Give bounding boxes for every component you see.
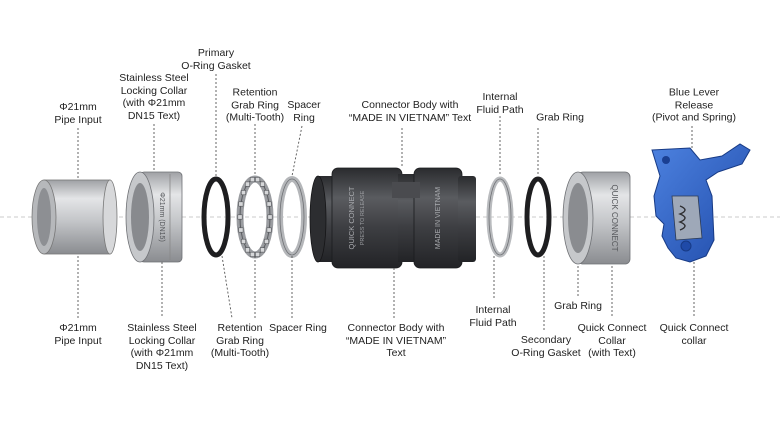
grab-ring-tooth <box>263 238 269 244</box>
oring-icon <box>524 176 552 258</box>
blue-lever-icon <box>651 143 751 263</box>
grab-ring-tooth <box>237 214 243 220</box>
spacer-ring-icon <box>277 176 307 258</box>
grab-ring-tooth <box>255 251 261 257</box>
label-retention-grab-ring-bottom: Retention Grab Ring (Multi-Tooth) <box>210 322 270 359</box>
grab-ring-icon <box>236 175 274 259</box>
label-quick-connect-collar-bottom: Quick Connect collar <box>659 322 729 347</box>
grab-ring-tooth <box>263 190 269 196</box>
label-connector-body-bottom: Connector Body with “MADE IN VIETNAM” Te… <box>345 322 447 359</box>
collar-icon: Φ21mm (DN15) <box>125 171 183 263</box>
oring-icon <box>201 176 231 258</box>
label-connector-body-top: Connector Body with “MADE IN VIETNAM” Te… <box>348 99 472 124</box>
label-locking-collar-bottom: Stainless Steel Locking Collar (with Φ21… <box>127 322 197 372</box>
connector-body-icon: QUICK CONNECT PRESS TO RELEASE MADE IN V… <box>309 167 476 269</box>
grab-ring-tooth <box>241 190 247 196</box>
body-engraving-vietnam: MADE IN VIETNAM <box>435 187 442 249</box>
label-grab-ring-bottom: Grab Ring <box>554 300 602 312</box>
label-internal-fluid-path-top: Internal Fluid Path <box>476 91 524 116</box>
label-secondary-oring-bottom: Secondary O-Ring Gasket <box>511 334 581 359</box>
grab-ring-tooth <box>259 181 265 187</box>
label-spacer-ring-top: Spacer Ring <box>287 99 321 124</box>
label-pipe-input-bottom: Φ21mm Pipe Input <box>54 322 102 347</box>
label-spacer-ring-bottom: Spacer Ring <box>269 322 327 334</box>
grab-ring-tooth <box>249 177 255 183</box>
quick-connect-collar-icon: QUICK CONNECT <box>562 171 631 265</box>
grab-ring-tooth <box>245 247 251 253</box>
grab-ring-tooth <box>245 181 251 187</box>
label-primary-oring-top: Primary O-Ring Gasket <box>181 47 251 72</box>
label-pipe-input-top: Φ21mm Pipe Input <box>54 101 102 126</box>
grab-ring-tooth <box>238 201 244 207</box>
label-blue-lever-top: Blue Lever Release (Pivot and Spring) <box>651 86 737 124</box>
grab-ring-tooth <box>249 251 255 257</box>
label-quick-connect-collar-text-bottom: Quick Connect Collar (with Text) <box>577 322 647 359</box>
label-grab-ring-top: Grab Ring <box>536 111 584 124</box>
grab-ring-tooth <box>267 214 273 220</box>
grab-ring-tooth <box>266 227 272 233</box>
leader-lines <box>77 74 695 330</box>
collar-right-engraving: QUICK CONNECT <box>610 184 619 251</box>
label-locking-collar-top: Stainless Steel Locking Collar (with Φ21… <box>119 72 189 122</box>
grab-ring-tooth <box>259 247 265 253</box>
internal-fluid-path-icon <box>486 176 514 258</box>
label-retention-grab-ring-top: Retention Grab Ring (Multi-Tooth) <box>225 86 285 124</box>
pipe-icon <box>31 179 118 255</box>
body-engraving-sub: PRESS TO RELEASE <box>360 190 366 245</box>
grab-ring-tooth <box>266 201 272 207</box>
collar-left-engraving: Φ21mm (DN15) <box>158 192 165 242</box>
grab-ring-tooth <box>241 238 247 244</box>
body-engraving-main: QUICK CONNECT <box>347 186 356 249</box>
grab-ring-tooth <box>255 177 261 183</box>
label-internal-fluid-path-bottom: Internal Fluid Path <box>469 304 517 329</box>
grab-ring-tooth <box>238 227 244 233</box>
